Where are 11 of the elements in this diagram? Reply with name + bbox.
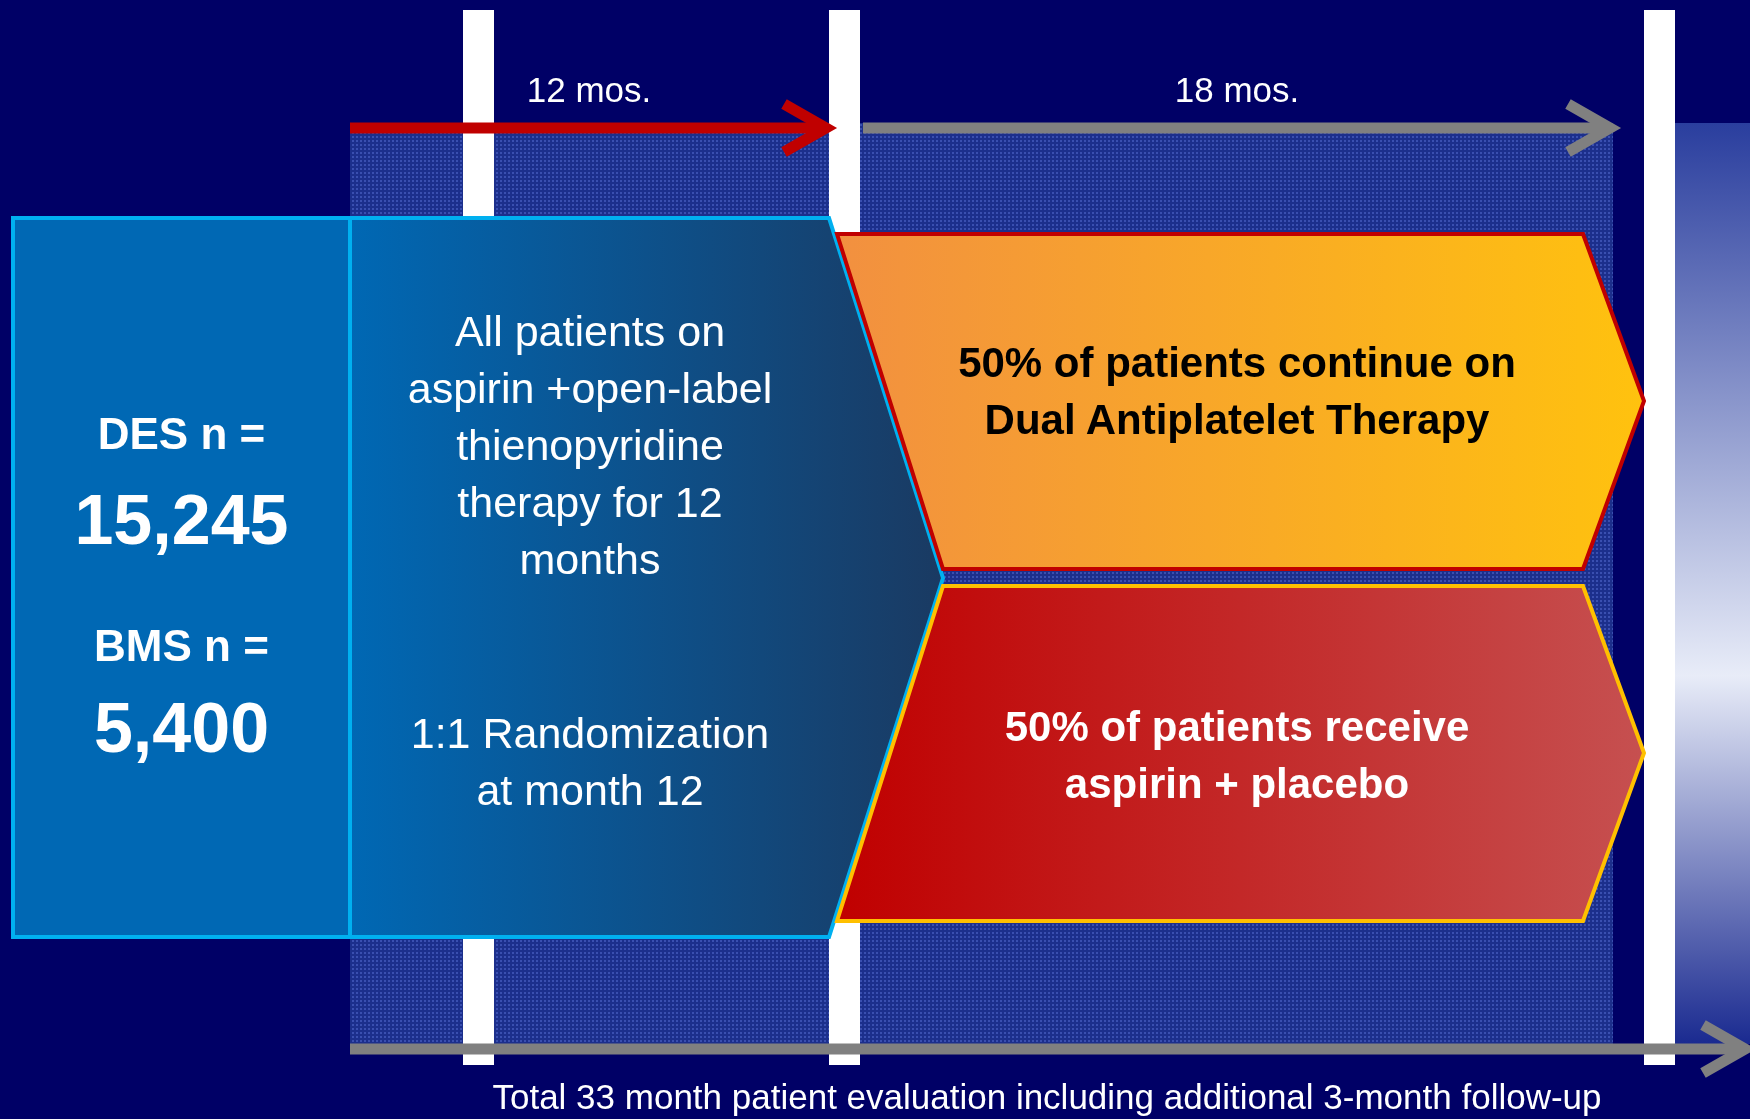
phase-description: 1:1 Randomization at month 12 [409,708,771,816]
cohort-label: BMS n = [93,620,270,671]
arm-description: 50% of patients receive aspirin + placebo [1003,702,1471,809]
arm-description: 50% of patients continue on Dual Antiplatelet Therapy [957,338,1517,445]
timeline-caption: Total 33 month patient evaluation including additional 3-month follow-up [491,1077,1603,1117]
phase-description: All patients on aspirin +open-label thienopyridine therapy for 12 months [406,306,774,585]
cohort-count: 5,400 [92,688,271,769]
duration-label: 18 mos. [1173,70,1301,110]
cohort-count: 15,245 [73,480,290,561]
cohort-label: DES n = [96,408,267,459]
duration-label: 12 mos. [525,70,653,110]
